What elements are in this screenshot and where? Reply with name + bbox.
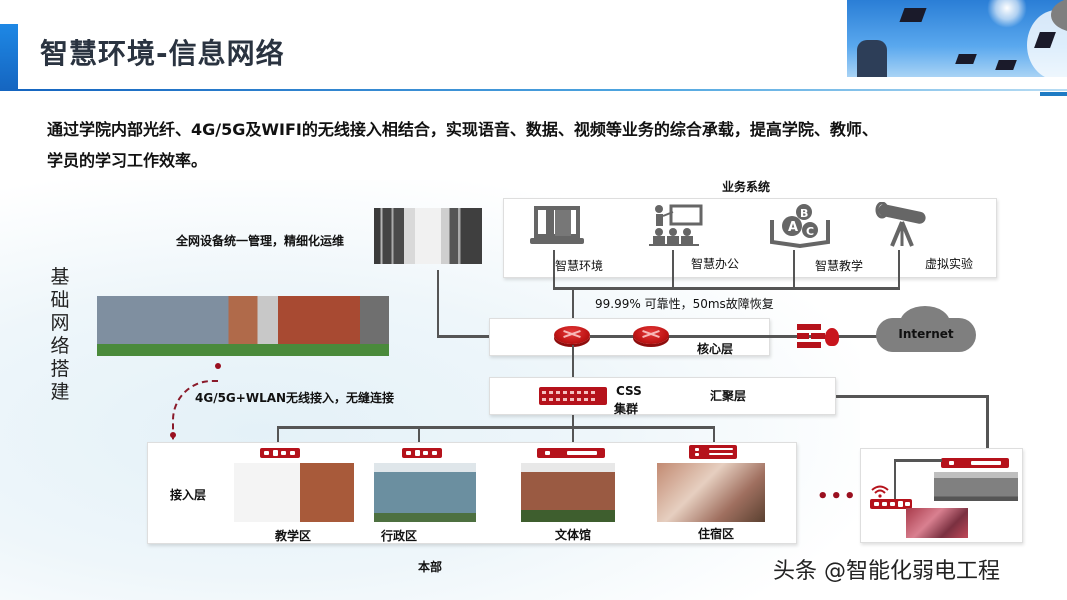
title-divider [18,89,1067,91]
connector-line [793,250,795,288]
zone-label: 教学区 [275,529,312,543]
business-bus-line [553,287,900,290]
server-room-photo [374,208,482,264]
dormitory-zone-photo [657,463,765,522]
css-cluster-switch-icon [539,387,607,405]
wifi-icon [871,485,889,498]
branch-switch-icon [941,458,1009,468]
title-divider-accent [1040,92,1067,96]
wireless-ap-icon [870,499,912,509]
cluster-label: 集群 [614,402,639,416]
firewall-icon [797,324,839,348]
zone-label: 住宿区 [698,527,735,541]
svg-text:B: B [800,207,808,220]
aggregation-to-branch-line [986,395,989,457]
connector-line [672,250,674,288]
more-sites-indicator: ••• [817,486,858,507]
campus-photo [97,296,389,356]
graduation-cap-icon [995,60,1017,70]
management-line [437,270,439,336]
intro-line-1: 通过学院内部光纤、4G/5G及WIFI的无线接入相结合，实现语音、数据、视频等业… [47,120,878,139]
reliability-note: 99.99% 可靠性，50ms故障恢复 [595,297,774,311]
management-note: 全网设备统一管理，精细化运维 [176,234,345,248]
sports-hall-photo [521,463,615,522]
graduation-banner-image [847,0,1067,77]
access-layer-label: 接入层 [170,488,207,502]
access-drop-line [277,426,279,446]
zone-label: 文体馆 [555,528,592,542]
teaching-zone-photo [234,463,354,522]
access-drop-line [418,426,420,446]
business-item-label: 智慧环境 [555,259,604,273]
internet-cloud-icon [876,306,976,352]
svg-text:A: A [788,220,798,235]
intro-line-2: 学员的学习工作效率。 [47,151,208,170]
presentation-meeting-icon [647,204,707,254]
internet-label: Internet [898,327,954,341]
zone-label: 行政区 [381,529,418,543]
core-link-line [590,335,850,338]
access-switch-icon [537,448,605,458]
branch-internal-line [894,459,896,499]
laptop-books-icon [527,204,587,254]
watermark-text: 头条 @智能化弱电工程 [773,559,1000,584]
telescope-icon [872,201,932,254]
business-item-label: 虚拟实验 [925,257,974,271]
aggregation-to-branch-line [836,395,988,398]
wireless-note: 4G/5G+WLAN无线接入，无缝连接 [195,391,395,405]
arc-endpoint-dot [215,363,221,369]
core-layer-label: 核心层 [697,342,734,356]
business-item-label: 智慧办公 [691,257,740,271]
intro-paragraph: 通过学院内部光纤、4G/5G及WIFI的无线接入相结合，实现语音、数据、视频等业… [47,114,1027,176]
core-router-icon [633,326,669,344]
page-title: 智慧环境-信息网络 [40,37,285,70]
business-system-box [503,198,997,278]
access-switch-icon [402,448,442,458]
aggregation-layer-label: 汇聚层 [710,389,747,403]
sun-glare [987,0,1027,28]
graduation-cap-icon [899,8,927,22]
business-system-title: 业务系统 [722,180,771,194]
branch-building-photo [934,472,1018,501]
branch-internal-line [894,459,942,462]
title-accent-bar [0,24,18,91]
side-title-vertical: 基 础 网 络 搭 建 [50,266,70,403]
access-bus-line [277,426,715,429]
access-switch-icon [689,445,737,459]
svg-text:C: C [806,225,814,238]
business-item-label: 智慧教学 [815,259,864,273]
css-label: CSS [616,384,642,398]
access-switch-icon [260,448,300,458]
headquarters-label: 本部 [418,560,443,574]
core-router-icon [554,326,590,344]
connector-line [898,250,900,288]
firewall-to-internet-line [830,335,890,338]
graduation-cap-icon [955,54,977,64]
access-drop-line [572,415,574,447]
arc-endpoint-dot [170,432,176,438]
access-drop-line [713,426,715,448]
business-to-core-line [572,287,574,337]
students-photo [906,508,968,538]
raised-hand [857,40,887,77]
connector-line [553,250,555,288]
admin-zone-photo [374,463,476,522]
